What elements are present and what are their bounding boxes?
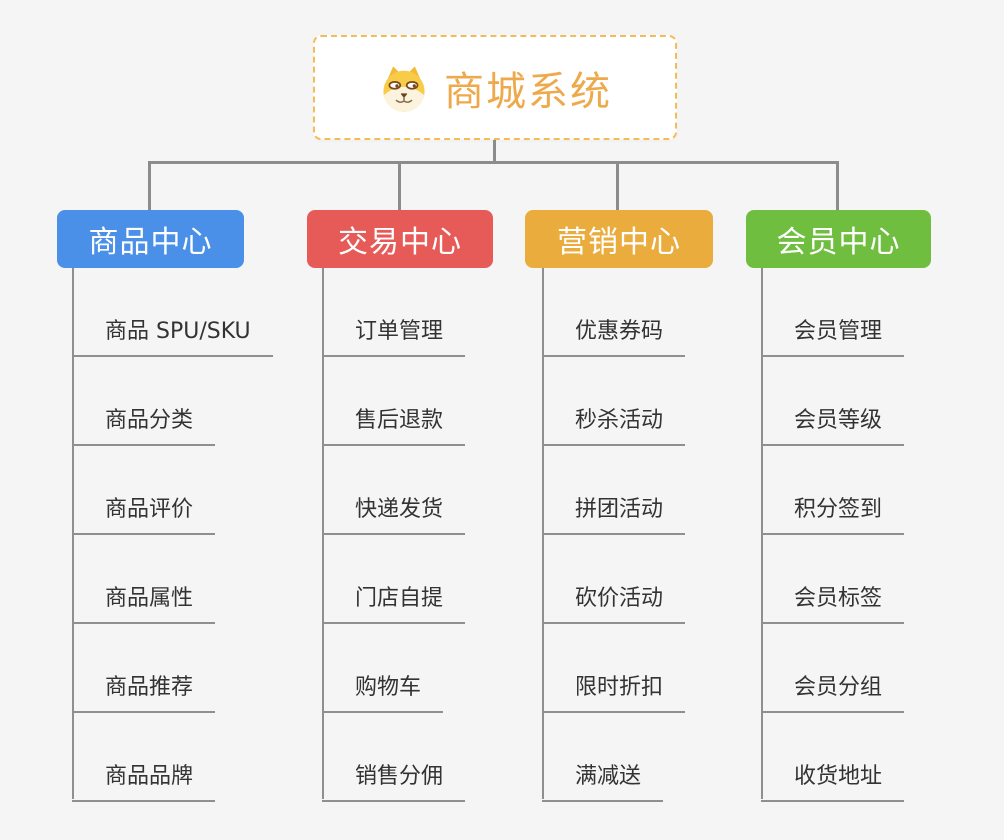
tree-item-label: 会员管理 (761, 313, 905, 357)
tree-item[interactable]: 会员等级 (761, 357, 993, 446)
tree-item[interactable]: 快递发货 (322, 446, 554, 535)
branch-rail (542, 268, 544, 799)
tree-item-label: 商品 SPU/SKU (72, 313, 273, 357)
tree-item-label: 商品品牌 (72, 758, 216, 802)
tree-item[interactable]: 积分签到 (761, 446, 993, 535)
branch-rail (761, 268, 763, 799)
tree-item-label: 限时折扣 (542, 669, 686, 713)
tree-item-label: 购物车 (322, 669, 444, 713)
connector-horizontal (148, 161, 839, 164)
tree-item[interactable]: 商品 SPU/SKU (72, 268, 304, 357)
tree-item-label: 商品分类 (72, 402, 216, 446)
branch-items-marketing: 优惠券码 秒杀活动 拼团活动 砍价活动 限时折扣 满减送 (542, 268, 774, 802)
tree-item[interactable]: 订单管理 (322, 268, 554, 357)
connector-drop-3 (616, 161, 619, 210)
branch-items-product: 商品 SPU/SKU 商品分类 商品评价 商品属性 商品推荐 商品品牌 (72, 268, 304, 802)
tree-item[interactable]: 购物车 (322, 624, 554, 713)
root-topic[interactable]: 商城系统 (313, 35, 677, 140)
connector-drop-1 (148, 161, 151, 210)
tree-item[interactable]: 拼团活动 (542, 446, 774, 535)
branch-node-marketing-center[interactable]: 营销中心 (525, 210, 713, 268)
tree-item[interactable]: 商品评价 (72, 446, 304, 535)
tree-item-label: 商品评价 (72, 491, 216, 535)
tree-item-label: 会员分组 (761, 669, 905, 713)
tree-item[interactable]: 会员标签 (761, 535, 993, 624)
branch-rail (322, 268, 324, 799)
branch-node-member-center[interactable]: 会员中心 (746, 210, 931, 268)
tree-item-label: 订单管理 (322, 313, 466, 357)
tree-item-label: 满减送 (542, 758, 664, 802)
tree-item-label: 商品属性 (72, 580, 216, 624)
tree-item[interactable]: 砍价活动 (542, 535, 774, 624)
tree-item-label: 会员标签 (761, 580, 905, 624)
tree-item[interactable]: 秒杀活动 (542, 357, 774, 446)
branch-rail (72, 268, 74, 799)
connector-drop-2 (398, 161, 401, 210)
tree-item[interactable]: 售后退款 (322, 357, 554, 446)
dog-face-icon (383, 65, 425, 112)
tree-item[interactable]: 会员管理 (761, 268, 993, 357)
tree-item[interactable]: 商品推荐 (72, 624, 304, 713)
tree-item-label: 拼团活动 (542, 491, 686, 535)
tree-item[interactable]: 限时折扣 (542, 624, 774, 713)
tree-item[interactable]: 商品属性 (72, 535, 304, 624)
branch-node-product-center[interactable]: 商品中心 (57, 210, 244, 268)
tree-item[interactable]: 优惠券码 (542, 268, 774, 357)
tree-item-label: 优惠券码 (542, 313, 686, 357)
tree-item-label: 积分签到 (761, 491, 905, 535)
tree-item-label: 快递发货 (322, 491, 466, 535)
branch-node-trade-center[interactable]: 交易中心 (307, 210, 493, 268)
tree-item-label: 商品推荐 (72, 669, 216, 713)
tree-item-label: 秒杀活动 (542, 402, 686, 446)
tree-item[interactable]: 会员分组 (761, 624, 993, 713)
tree-item-label: 会员等级 (761, 402, 905, 446)
branch-items-member: 会员管理 会员等级 积分签到 会员标签 会员分组 收货地址 (761, 268, 993, 802)
tree-item[interactable]: 销售分佣 (322, 713, 554, 802)
tree-item-label: 售后退款 (322, 402, 466, 446)
connector-drop-4 (836, 161, 839, 210)
tree-item[interactable]: 满减送 (542, 713, 774, 802)
branch-items-trade: 订单管理 售后退款 快递发货 门店自提 购物车 销售分佣 (322, 268, 554, 802)
tree-item-label: 门店自提 (322, 580, 466, 624)
root-topic-title: 商城系统 (444, 68, 612, 115)
tree-item-label: 砍价活动 (542, 580, 686, 624)
tree-item[interactable]: 收货地址 (761, 713, 993, 802)
tree-item-label: 收货地址 (761, 758, 905, 802)
tree-item[interactable]: 门店自提 (322, 535, 554, 624)
tree-item-label: 销售分佣 (322, 758, 466, 802)
connector-root-stub (493, 140, 496, 162)
tree-item[interactable]: 商品品牌 (72, 713, 304, 802)
tree-item[interactable]: 商品分类 (72, 357, 304, 446)
